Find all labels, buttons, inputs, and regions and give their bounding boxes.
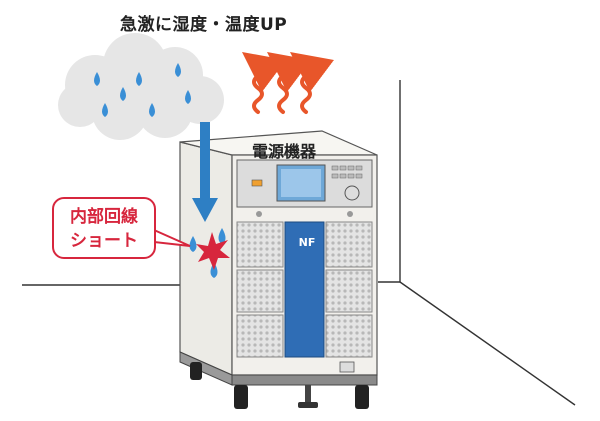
raindrop-icon xyxy=(189,236,197,252)
room-outline xyxy=(22,80,576,406)
raindrop-icon xyxy=(102,103,108,117)
raindrop-icon xyxy=(175,63,181,77)
raindrop-icon xyxy=(185,90,191,104)
raindrop-icon xyxy=(218,228,226,244)
vent-panels xyxy=(236,221,373,358)
cloud-icon xyxy=(58,33,224,140)
heading-title: 急激に湿度・温度UP xyxy=(120,15,288,35)
callout-line-2: ショート xyxy=(70,231,138,251)
front-panel-stripe xyxy=(284,221,325,358)
control-panel xyxy=(236,159,373,217)
down-arrow-icon xyxy=(192,122,218,222)
spark-icon xyxy=(196,232,230,270)
raindrop-icon xyxy=(94,72,100,86)
heat-wave-icon xyxy=(242,51,335,114)
device-label: 電源機器 xyxy=(251,142,316,161)
brand-logo: NF xyxy=(298,236,316,249)
short-circuit-spark xyxy=(189,228,230,278)
callout-line-1: 内部回線 xyxy=(70,207,138,227)
switch-plate xyxy=(339,361,355,373)
cabinet-base xyxy=(179,351,378,409)
raindrop-icon xyxy=(136,72,142,86)
raindrop-icon xyxy=(120,87,126,101)
short-circuit-callout: 内部回線 ショート xyxy=(52,197,156,259)
raindrop-group xyxy=(94,63,191,117)
raindrop-icon xyxy=(149,103,155,117)
